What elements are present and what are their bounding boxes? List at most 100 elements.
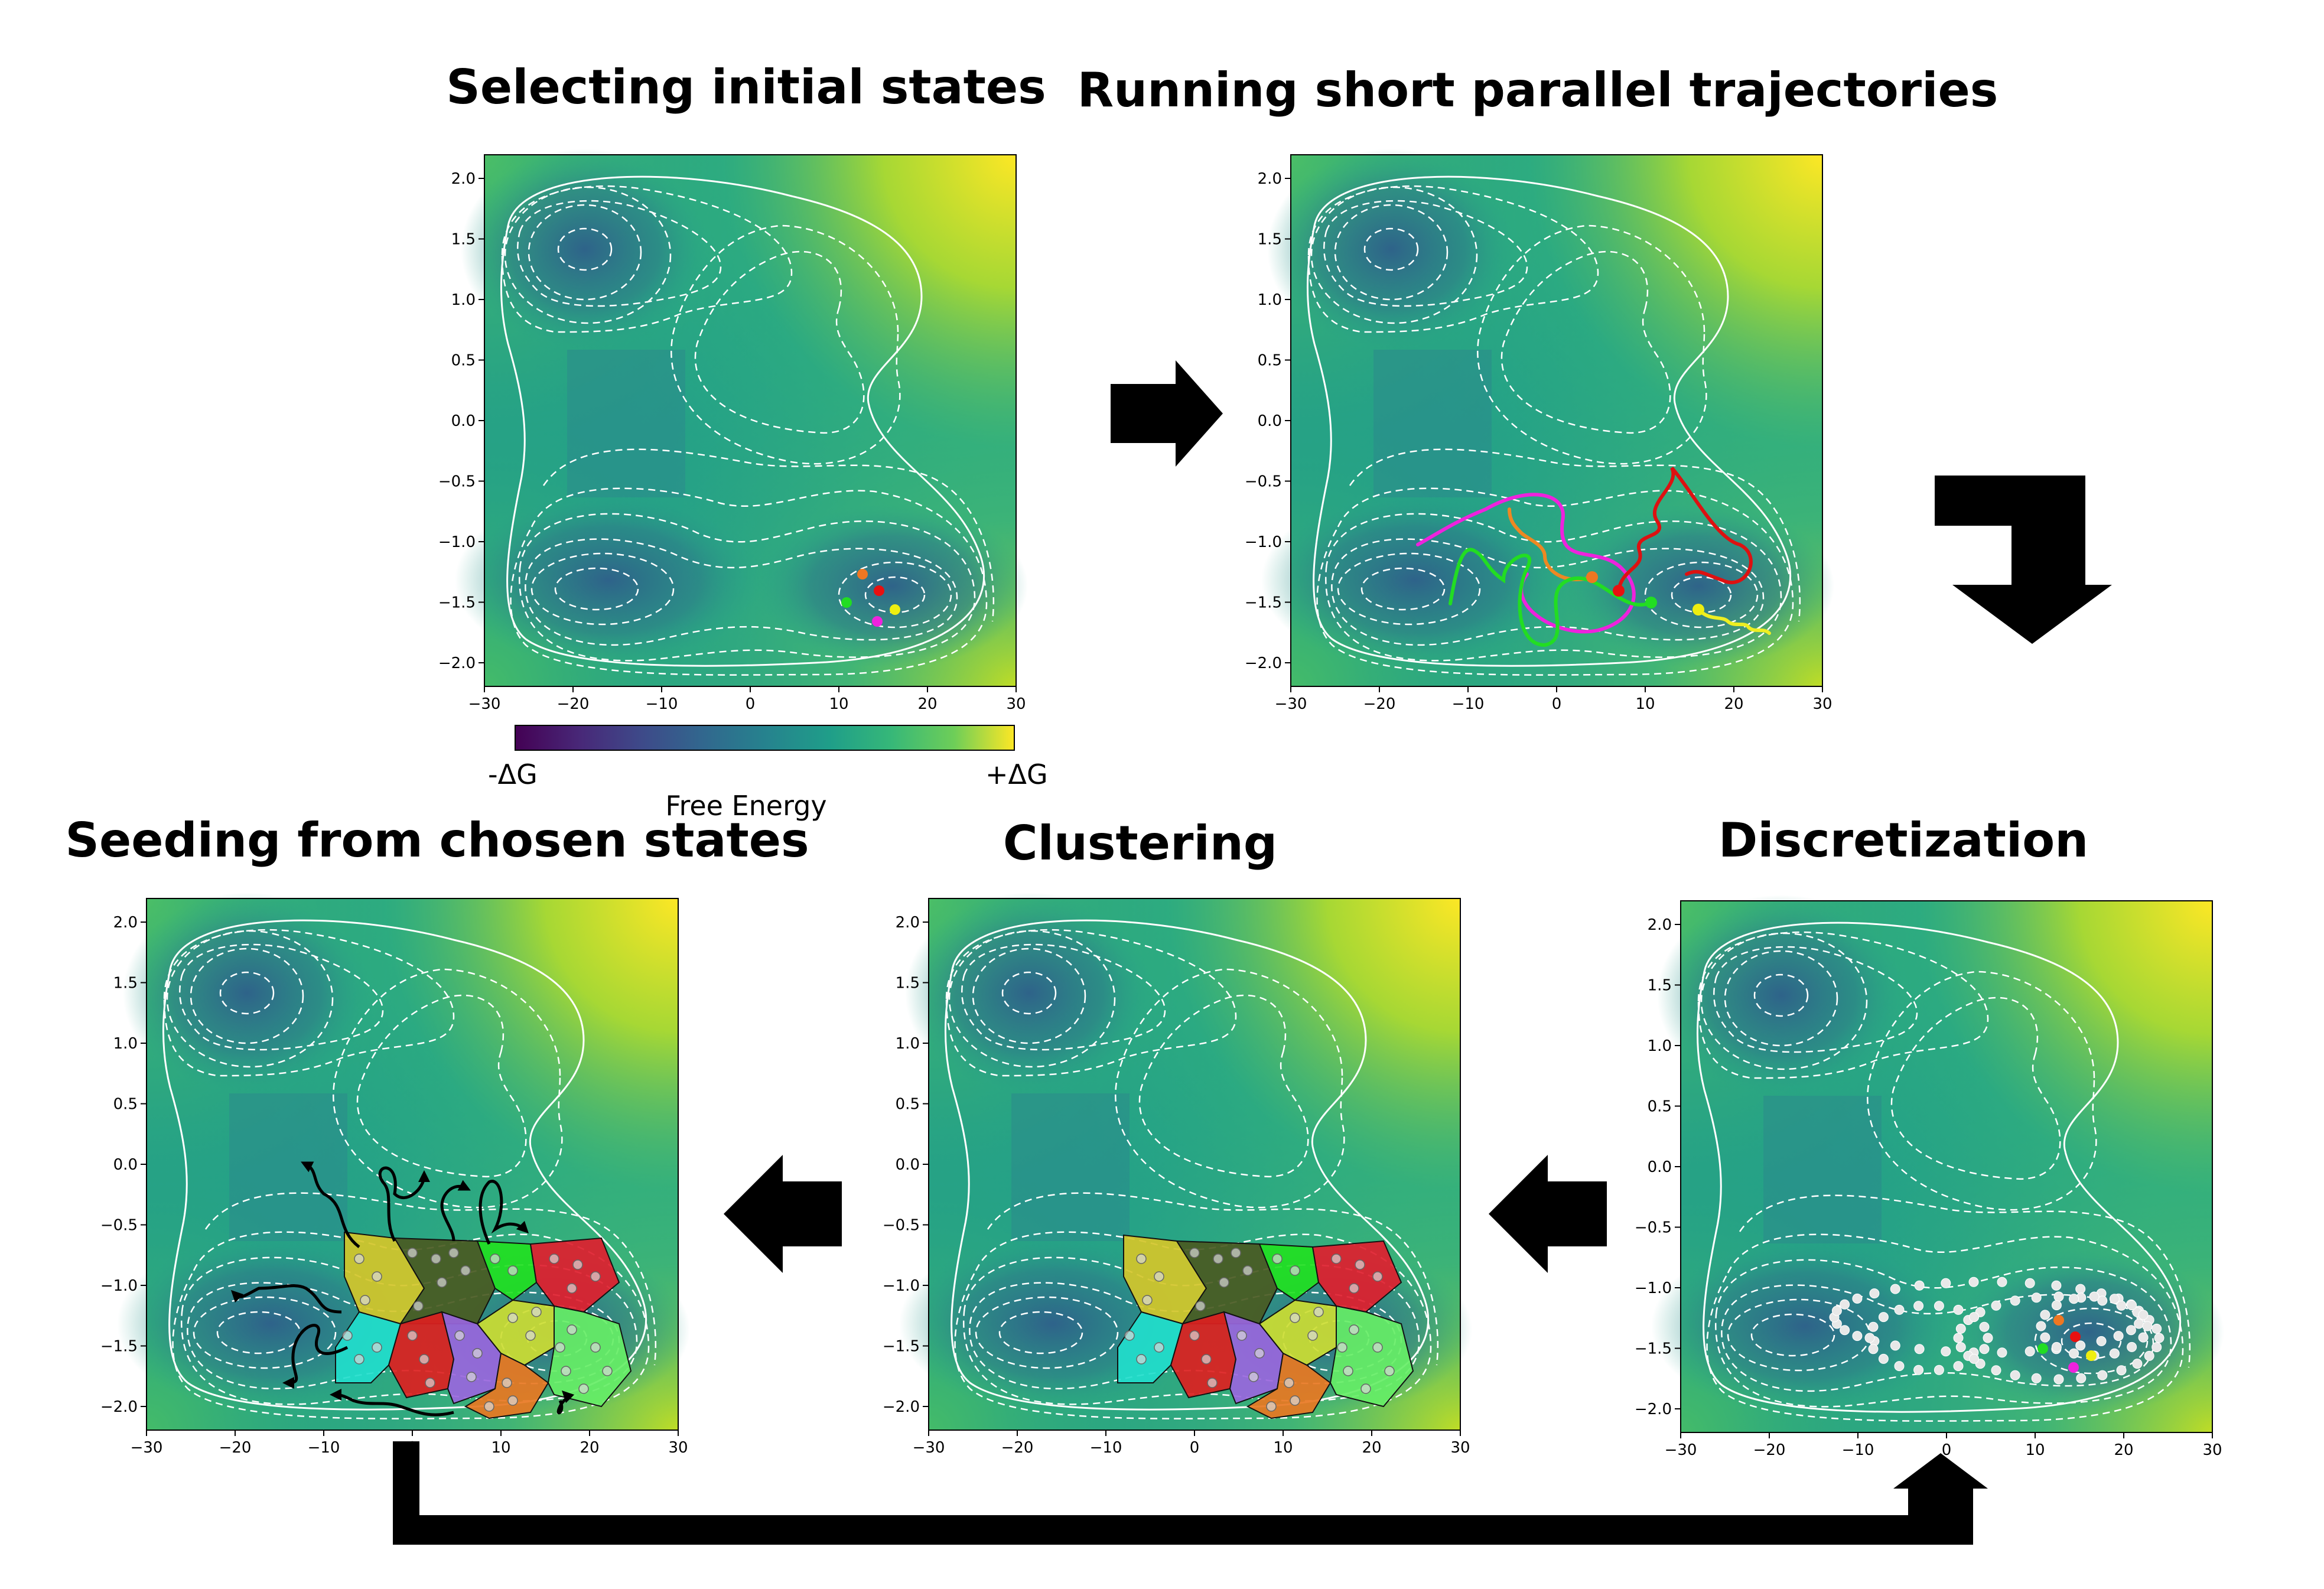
seed-cluster-members — [342, 1248, 613, 1412]
discretized-point — [1890, 1340, 1900, 1351]
discretized-point — [2051, 1300, 2062, 1311]
y-tick-label: −2.0 — [1245, 655, 1282, 672]
start-green — [1645, 597, 1657, 608]
panel-running — [1260, 148, 1835, 688]
seeded-trajectories — [230, 1161, 575, 1417]
cluster-member-point — [407, 1248, 418, 1258]
discretized-point — [2076, 1373, 2087, 1383]
cluster-member-point — [1236, 1330, 1247, 1341]
discretized-point — [2031, 1373, 2042, 1383]
discretized-points — [1829, 1277, 2164, 1385]
cluster-member-point — [1201, 1354, 1212, 1365]
cluster-member-point — [466, 1372, 477, 1382]
discretized-point — [2116, 1365, 2127, 1376]
x-tick-label: 10 — [829, 695, 848, 713]
y-tick-label: 2.0 — [896, 914, 920, 932]
cluster-member-point — [1154, 1342, 1164, 1353]
x-tick-label: 20 — [580, 1439, 599, 1457]
colorbar-max-label: +ΔG — [985, 758, 1048, 790]
arrow-select-to-run — [1111, 360, 1223, 467]
cluster-member-point — [502, 1378, 512, 1388]
seeded-trajectory — [282, 1324, 349, 1389]
discretized-point — [1852, 1331, 1863, 1341]
trajectory-orange — [1508, 507, 1594, 582]
discretized-point — [2051, 1341, 2062, 1352]
x-tick-label: 30 — [668, 1439, 688, 1457]
cluster-member-point — [407, 1330, 418, 1341]
discretized-point — [2113, 1331, 2124, 1341]
cluster-member-point — [1207, 1378, 1218, 1388]
cluster-member-point — [1213, 1253, 1223, 1264]
title-running: Running short parallel trajectories — [1078, 63, 1998, 118]
y-tick-label: −0.5 — [438, 473, 476, 491]
discretized-point — [2024, 1278, 2035, 1288]
discretized-point — [2096, 1336, 2107, 1346]
cluster-member-point — [590, 1271, 601, 1282]
y-tick-label: 0.0 — [1258, 412, 1282, 430]
cluster-member-point — [1284, 1378, 1294, 1388]
seeded-trajectory — [556, 1390, 575, 1415]
cluster-member-point — [1242, 1265, 1253, 1276]
colorbar: -ΔG +ΔG Free Energy — [488, 725, 1048, 822]
cluster-member-point — [1355, 1259, 1365, 1270]
y-tick-label: 1.5 — [896, 975, 920, 992]
y-tick-label: 1.0 — [113, 1035, 138, 1053]
discretized-point — [2152, 1342, 2162, 1353]
y-tick-label: −0.5 — [1635, 1219, 1672, 1237]
x-tick-label: −10 — [646, 695, 678, 713]
arrow-run-to-discretize — [1935, 476, 2112, 644]
discretized-point — [2036, 1321, 2046, 1331]
discretized-point — [1890, 1284, 1900, 1294]
cluster-member-point — [578, 1383, 589, 1394]
cluster-member-point — [1136, 1354, 1147, 1365]
discretized-point — [1868, 1321, 1879, 1332]
y-tick-label: −0.5 — [100, 1217, 138, 1235]
y-tick-label: 0.0 — [1648, 1158, 1672, 1176]
discretized-point — [1991, 1300, 2001, 1311]
discretized-point — [1852, 1293, 1863, 1304]
x-tick-label: 10 — [2025, 1441, 2045, 1459]
x-tick-label: −30 — [468, 695, 501, 713]
x-tick-label: 10 — [1635, 695, 1655, 713]
cluster-member-point — [555, 1342, 565, 1353]
cluster-member-point — [342, 1330, 353, 1341]
cluster-member-point — [525, 1330, 536, 1341]
seeded-trajectory — [378, 1166, 430, 1242]
discretized-point — [1969, 1353, 1980, 1364]
cluster-member-point — [1290, 1313, 1300, 1323]
discretized-point — [2109, 1294, 2120, 1304]
cluster-member-point — [1154, 1271, 1164, 1282]
cluster-member-point — [507, 1395, 518, 1406]
y-tick-label: −1.0 — [1245, 533, 1282, 551]
x-tick-label: −10 — [1842, 1441, 1874, 1459]
cluster-member-point — [1272, 1253, 1283, 1264]
x-tick-label: 0 — [1190, 1439, 1200, 1457]
discretized-point — [1991, 1365, 2001, 1376]
discretized-point — [2053, 1291, 2064, 1302]
seeded-trajectory — [230, 1284, 342, 1314]
discretized-point — [1953, 1333, 1964, 1343]
y-tick-label: −1.5 — [438, 594, 476, 612]
y-tick-label: 0.0 — [451, 412, 476, 430]
discretized-point — [1864, 1333, 1875, 1343]
discretized-point — [1894, 1361, 1905, 1372]
cluster-member-point — [1142, 1295, 1153, 1305]
title-seeding: Seeding from chosen states — [65, 813, 809, 868]
discretized-point — [2040, 1332, 2050, 1343]
x-tick-label: 30 — [1812, 695, 1832, 713]
discretized-point — [2053, 1374, 2064, 1385]
disc-seed-red — [2070, 1331, 2081, 1342]
discretized-point — [1997, 1347, 2007, 1358]
discretized-point — [2127, 1300, 2137, 1311]
discretized-point — [2069, 1294, 2079, 1304]
start-red — [1613, 585, 1625, 597]
disc-seed-orange — [2053, 1315, 2064, 1326]
cluster-member-point — [1307, 1330, 1318, 1341]
discretized-point — [2132, 1359, 2143, 1369]
cluster-member-point — [507, 1313, 518, 1323]
panel-discretization — [1650, 894, 2225, 1434]
discretized-point — [2040, 1310, 2050, 1320]
y-tick-label: 0.5 — [896, 1096, 920, 1113]
cluster-member-point — [360, 1295, 370, 1305]
discretized-point — [1914, 1344, 1925, 1354]
